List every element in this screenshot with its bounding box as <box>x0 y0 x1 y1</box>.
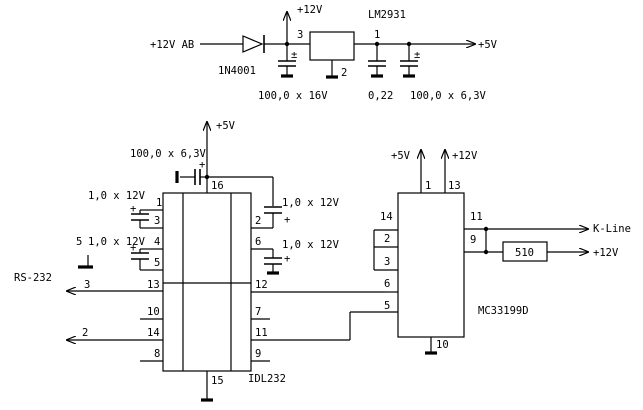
pin-16-label: 16 <box>211 180 224 192</box>
pin-13-label: 13 <box>147 279 160 291</box>
diode-label: 1N4001 <box>218 65 256 77</box>
reg-out-pin: 1 <box>374 29 380 41</box>
mc-pin-10-label: 10 <box>436 339 449 351</box>
mc-pin-6-label: 6 <box>384 278 390 290</box>
pin-11-label: 11 <box>255 327 268 339</box>
mc-pin-11-label: 11 <box>470 211 483 223</box>
capacitor-c4-5 <box>131 248 150 271</box>
vcc-cap-pol: + <box>199 159 205 171</box>
pin-5-label: 5 <box>154 257 160 269</box>
mc-pin-14-label: 14 <box>380 211 393 223</box>
cap-b-label: 1,0 x 12V <box>88 236 146 248</box>
capacitor-c3 <box>400 44 418 78</box>
cap3-pol: ± <box>414 49 420 61</box>
cap-b-pol: + <box>130 242 136 254</box>
reg-12v-label: +12V <box>297 4 323 16</box>
regulator-label: LM2931 <box>368 9 406 21</box>
cap-d-label: 1,0 x 12V <box>282 239 340 251</box>
cap-c-label: 1,0 x 12V <box>282 197 340 209</box>
pin-2-label: 2 <box>255 215 261 227</box>
pin-9-label: 9 <box>255 348 261 360</box>
mc-pin-13-label: 13 <box>448 180 461 192</box>
mc-vcc12-label: +12V <box>452 150 478 162</box>
mc33199-chip <box>397 192 465 338</box>
pin-10-label: 10 <box>147 306 160 318</box>
kline-label: K-Line <box>593 223 631 235</box>
mc-pin-9-label: 9 <box>470 234 476 246</box>
mc-pin-1-label: 1 <box>425 180 431 192</box>
rail12-label: +12V <box>593 247 619 259</box>
idl232-chip <box>162 192 252 372</box>
cap-a-pol: + <box>130 203 136 215</box>
line-5-label: 5 <box>76 236 82 248</box>
rs232-label: RS-232 <box>14 272 52 284</box>
power-supply: +12V AB 1N4001 +12V ± 3 LM2931 1 2 +5V <box>150 4 498 102</box>
idl232-section: IDL232 +5V 100,0 x 6,3V + 16 1 3 <box>14 120 398 402</box>
pin-1-label: 1 <box>156 197 162 209</box>
mc-pin-5-label: 5 <box>384 300 390 312</box>
capacitor-c1-3 <box>131 209 150 229</box>
pin-6-label: 6 <box>255 236 261 248</box>
vcc-capacitor <box>175 169 207 185</box>
line-2-label: 2 <box>82 327 88 339</box>
reg-gnd-pin: 2 <box>341 67 347 79</box>
mc-pin-3-label: 3 <box>384 256 390 268</box>
cap-c-pol: + <box>284 214 290 226</box>
regulator-lm2931 <box>309 31 355 61</box>
mc-vcc5-label: +5V <box>391 150 411 162</box>
capacitor-c6-pin <box>264 249 282 275</box>
mc33199-label: MC33199D <box>478 305 529 317</box>
pin-14-label: 14 <box>147 327 160 339</box>
cap2-label: 0,22 <box>368 90 393 102</box>
capacitor-c2-pin <box>264 206 282 228</box>
supply-input-label: +12V AB <box>150 39 194 51</box>
pin-7-label: 7 <box>255 306 261 318</box>
idl-vcc-label: +5V <box>216 120 236 132</box>
capacitor-c1 <box>278 44 296 78</box>
idl232-label: IDL232 <box>248 373 286 385</box>
mc-pin-2-label: 2 <box>384 233 390 245</box>
resistor-label: 510 <box>515 247 534 259</box>
pin-12-label: 12 <box>255 279 268 291</box>
pin-8-label: 8 <box>154 348 160 360</box>
reg-in-pin: 3 <box>297 29 303 41</box>
diode-1n4001 <box>242 35 265 53</box>
mc33199-section: MC33199D +5V 1 +12V 13 14 2 3 6 5 11 K-L… <box>373 150 631 355</box>
vcc-cap-label: 100,0 x 6,3V <box>130 148 207 160</box>
line-3-label: 3 <box>84 279 90 291</box>
pin-15-label: 15 <box>211 375 224 387</box>
cap-d-pol: + <box>284 253 290 265</box>
cap3-label: 100,0 x 6,3V <box>410 90 487 102</box>
pin-4-label: 4 <box>154 236 160 248</box>
supply-output-label: +5V <box>478 39 498 51</box>
cap1-label: 100,0 x 16V <box>258 90 328 102</box>
cap1-pol: ± <box>291 49 297 61</box>
pin-3-label: 3 <box>154 215 160 227</box>
cap-a-label: 1,0 x 12V <box>88 190 146 202</box>
junction-dot <box>483 249 489 255</box>
capacitor-c2 <box>368 44 386 78</box>
